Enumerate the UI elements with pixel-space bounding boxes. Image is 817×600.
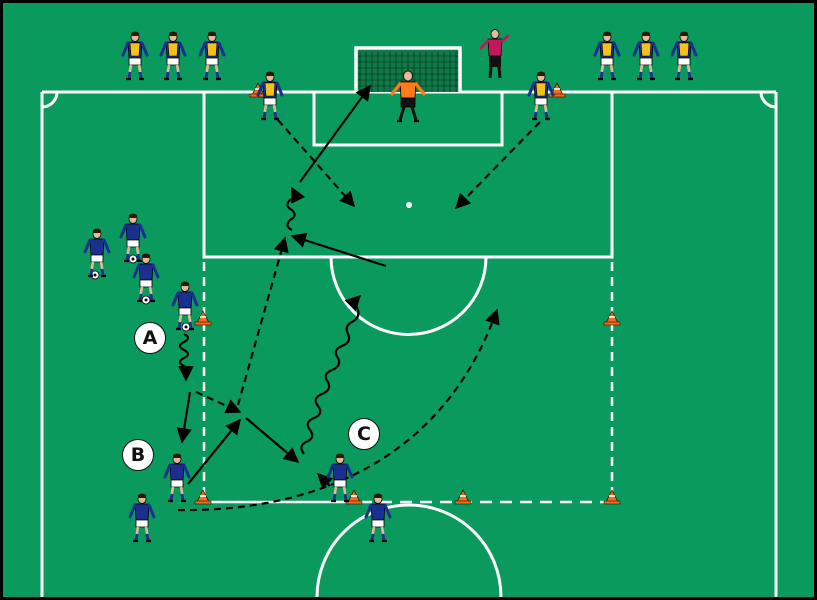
coach — [479, 29, 510, 79]
shot-on-goal — [299, 84, 371, 183]
zone-boundary — [202, 262, 614, 504]
label-b: B — [122, 439, 154, 471]
goalkeeper — [390, 70, 426, 123]
corner-arc-right — [759, 91, 777, 109]
run-a-down — [176, 391, 192, 444]
corner-arc-left — [41, 91, 59, 109]
penalty-arc — [329, 256, 488, 336]
center-circle — [315, 503, 503, 598]
pitch-markings — [40, 90, 778, 598]
dribble-to-shot — [286, 186, 306, 231]
pass-mid-to-box — [236, 236, 289, 406]
run-mid-to-c — [245, 417, 300, 463]
pass-b-to-mid — [187, 418, 241, 485]
pass-c-back — [290, 232, 387, 268]
curved-run-b — [177, 308, 500, 512]
penalty-spot — [406, 202, 412, 208]
dribble-c — [300, 294, 362, 455]
movement-arrows — [176, 84, 541, 512]
dribble-a — [178, 333, 194, 382]
label-a: A — [134, 322, 166, 354]
defender-run-right — [454, 121, 541, 210]
label-c: C — [348, 418, 380, 450]
pass-a-to-mid — [195, 390, 242, 414]
pass-c-short — [316, 472, 334, 490]
